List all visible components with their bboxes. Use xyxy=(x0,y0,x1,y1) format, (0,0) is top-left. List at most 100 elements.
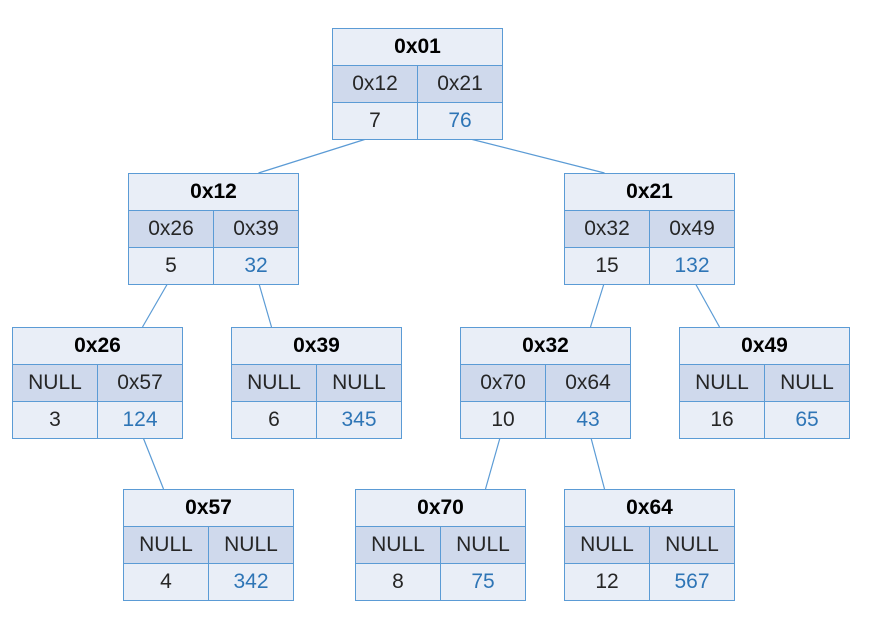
edge-n12-n26 xyxy=(141,281,170,328)
left-pointer: NULL xyxy=(247,371,301,394)
node-value: 65 xyxy=(764,402,849,438)
node-values: 8 75 xyxy=(356,563,525,600)
node-address-label: 0x32 xyxy=(522,334,569,357)
left-pointer: NULL xyxy=(695,371,749,394)
right-pointer: NULL xyxy=(764,365,849,401)
right-pointer: 0x64 xyxy=(545,365,630,401)
node-value: 75 xyxy=(440,564,525,600)
node-key: 16 xyxy=(710,408,734,431)
node-pointers: NULL NULL xyxy=(356,526,525,563)
node-key: 15 xyxy=(595,254,619,277)
node-key: 12 xyxy=(595,570,619,593)
edge-n32-n70 xyxy=(484,435,502,490)
right-pointer: 0x57 xyxy=(97,365,182,401)
node-values: 7 76 xyxy=(333,102,502,139)
node-pointers: NULL NULL xyxy=(565,526,734,563)
node-value: 32 xyxy=(213,248,298,284)
left-pointer: NULL xyxy=(28,371,82,394)
node-pointers: NULL NULL xyxy=(232,364,401,401)
node-pointers: NULL NULL xyxy=(680,364,849,401)
node-pointers: 0x32 0x49 xyxy=(565,210,734,247)
node-value: 567 xyxy=(649,564,734,600)
node-values: 5 32 xyxy=(129,247,298,284)
node-address: 0x01 xyxy=(333,29,502,65)
tree-node-0x32: 0x32 0x70 0x64 10 43 xyxy=(460,327,631,439)
node-value: 342 xyxy=(208,564,293,600)
node-address-label: 0x70 xyxy=(417,496,464,519)
node-value: 132 xyxy=(649,248,734,284)
node-address: 0x21 xyxy=(565,174,734,210)
left-pointer: NULL xyxy=(139,533,193,556)
node-values: 6 345 xyxy=(232,401,401,438)
right-pointer: NULL xyxy=(649,527,734,563)
right-pointer: 0x39 xyxy=(213,211,298,247)
node-address: 0x70 xyxy=(356,490,525,526)
node-address: 0x64 xyxy=(565,490,734,526)
right-pointer: NULL xyxy=(208,527,293,563)
right-pointer: 0x49 xyxy=(649,211,734,247)
node-values: 3 124 xyxy=(13,401,182,438)
node-address: 0x39 xyxy=(232,328,401,364)
tree-node-0x01: 0x01 0x12 0x21 7 76 xyxy=(332,28,503,140)
node-pointers: 0x26 0x39 xyxy=(129,210,298,247)
node-values: 4 342 xyxy=(124,563,293,600)
right-pointer: 0x21 xyxy=(417,66,502,102)
edge-n12-n39 xyxy=(257,281,273,328)
node-key: 7 xyxy=(369,109,381,132)
left-pointer: 0x26 xyxy=(148,217,194,240)
node-address: 0x32 xyxy=(461,328,630,364)
node-value: 345 xyxy=(316,402,401,438)
edge-n21-n49 xyxy=(693,281,721,328)
node-address-label: 0x12 xyxy=(190,180,237,203)
edge-n26-n57 xyxy=(141,435,165,490)
node-address-label: 0x64 xyxy=(626,496,673,519)
node-key: 8 xyxy=(392,570,404,593)
node-key: 10 xyxy=(491,408,515,431)
edge-n01-n12 xyxy=(258,136,373,174)
node-address-label: 0x26 xyxy=(74,334,121,357)
node-address-label: 0x57 xyxy=(185,496,232,519)
tree-node-0x12: 0x12 0x26 0x39 5 32 xyxy=(128,173,299,285)
right-pointer: NULL xyxy=(440,527,525,563)
node-address-label: 0x01 xyxy=(394,35,441,58)
node-key: 4 xyxy=(160,570,172,593)
node-key: 6 xyxy=(268,408,280,431)
node-pointers: NULL NULL xyxy=(124,526,293,563)
node-pointers: 0x70 0x64 xyxy=(461,364,630,401)
node-value: 43 xyxy=(545,402,630,438)
node-address: 0x49 xyxy=(680,328,849,364)
node-address-label: 0x49 xyxy=(741,334,788,357)
edge-n01-n21 xyxy=(462,136,605,174)
node-address: 0x26 xyxy=(13,328,182,364)
left-pointer: NULL xyxy=(580,533,634,556)
node-pointers: NULL 0x57 xyxy=(13,364,182,401)
left-pointer: 0x12 xyxy=(352,72,398,95)
left-pointer: 0x70 xyxy=(480,371,526,394)
right-pointer: NULL xyxy=(316,365,401,401)
node-values: 12 567 xyxy=(565,563,734,600)
left-pointer: NULL xyxy=(371,533,425,556)
left-pointer: 0x32 xyxy=(584,217,630,240)
node-values: 15 132 xyxy=(565,247,734,284)
node-value: 124 xyxy=(97,402,182,438)
node-values: 10 43 xyxy=(461,401,630,438)
node-address: 0x57 xyxy=(124,490,293,526)
node-address: 0x12 xyxy=(129,174,298,210)
node-pointers: 0x12 0x21 xyxy=(333,65,502,102)
node-key: 3 xyxy=(49,408,61,431)
edge-n21-n32 xyxy=(589,281,606,328)
node-key: 5 xyxy=(165,254,177,277)
edge-n32-n64 xyxy=(589,435,606,490)
tree-node-0x21: 0x21 0x32 0x49 15 132 xyxy=(564,173,735,285)
node-address-label: 0x39 xyxy=(293,334,340,357)
node-address-label: 0x21 xyxy=(626,180,673,203)
node-value: 76 xyxy=(417,103,502,139)
